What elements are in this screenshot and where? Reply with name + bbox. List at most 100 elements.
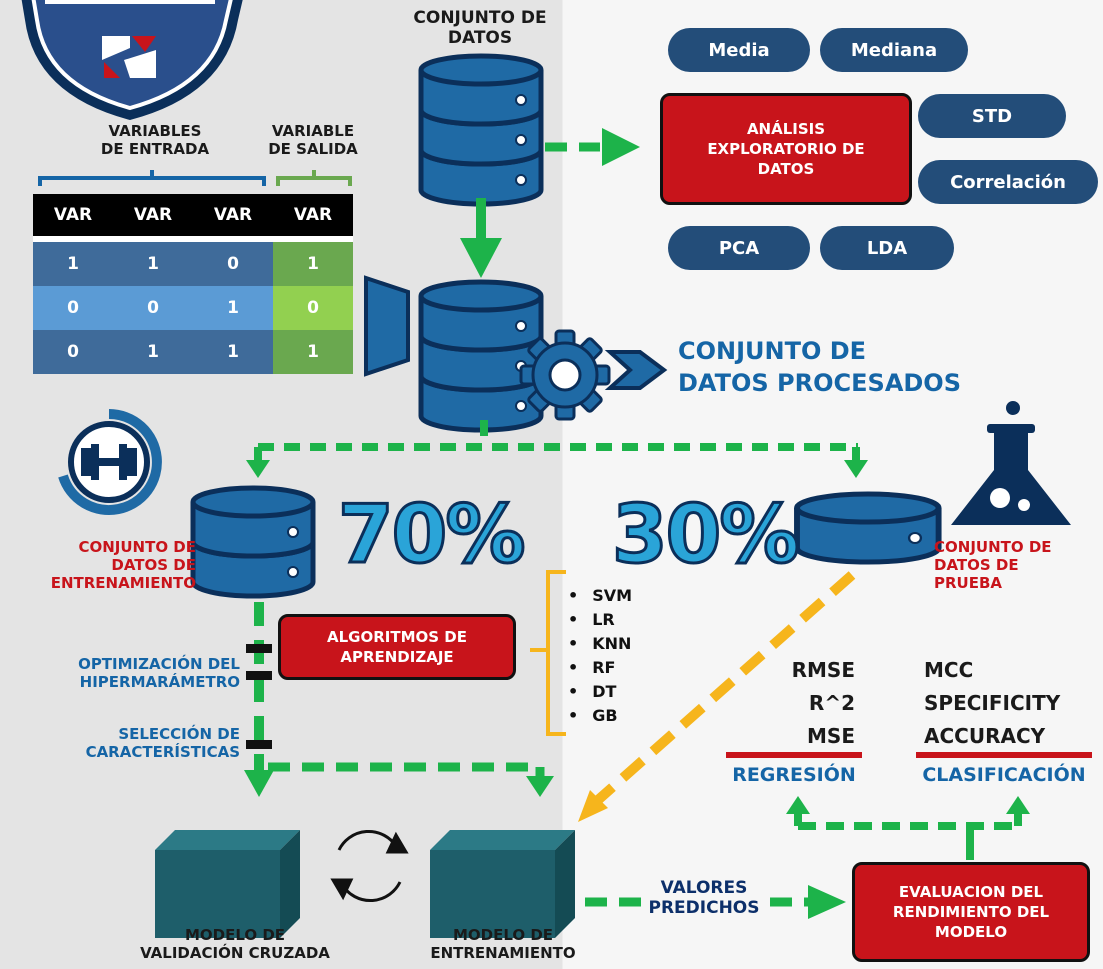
table-cell: 0 <box>33 286 113 330</box>
list-item: GB <box>568 704 632 728</box>
arrow-to-processed <box>460 198 502 278</box>
train-model-cube-icon <box>430 830 575 938</box>
dumbbell-icon <box>58 409 162 515</box>
metric-r2: R^2 <box>808 691 855 715</box>
test-database-icon <box>797 494 939 562</box>
feature-line1: SELECCIÓN DE <box>118 725 240 743</box>
classification-underline <box>916 752 1092 758</box>
train-set-label: CONJUNTO DE DATOS DE ENTRENAMIENTO <box>0 538 196 592</box>
regression-metrics: RMSE R^2 MSE <box>740 654 855 753</box>
processed-label: CONJUNTO DE DATOS PROCESADOS <box>678 335 961 399</box>
evaluation-box: EVALUACION DEL RENDIMIENTO DEL MODELO <box>852 862 1090 962</box>
algorithms-box: ALGORITMOS DE APRENDIZAJE <box>278 614 516 680</box>
algorithms-list: SVM LR KNN RF DT GB <box>568 584 632 728</box>
flask-icon <box>951 401 1071 525</box>
predicted-line2: PREDICHOS <box>648 898 760 919</box>
gear-icon <box>519 329 611 421</box>
list-item: KNN <box>568 632 632 656</box>
table-header-row: VAR VAR VAR VAR <box>33 194 353 239</box>
classification-metrics: MCC SPECIFICITY ACCURACY <box>924 654 1060 753</box>
predicted-label: VALORES PREDICHOS <box>640 878 768 919</box>
output-header-line2: DE SALIDA <box>268 140 358 158</box>
pill-media: Media <box>668 28 810 72</box>
train-model-line1: MODELO DE <box>452 926 554 944</box>
table-cell: 1 <box>33 239 113 286</box>
predicted-arrow <box>585 885 846 919</box>
refresh-cycle-icon <box>330 829 409 903</box>
pill-lda: LDA <box>820 226 954 270</box>
evaluation-line1: EVALUACION DEL <box>898 882 1044 901</box>
list-item: RF <box>568 656 632 680</box>
table-cell: 0 <box>33 330 113 374</box>
test-line2: DATOS DE <box>934 556 1019 574</box>
test-line1: CONJUNTO DE <box>934 538 1052 556</box>
test-set-label: CONJUNTO DE DATOS DE PRUEBA <box>934 538 1052 592</box>
hyper-line1: OPTIMIZACIÓN DEL <box>78 655 240 673</box>
arrow-to-eda <box>545 128 640 166</box>
output-header: VARIABLE DE SALIDA <box>250 122 376 158</box>
processed-line1: CONJUNTO DE <box>678 337 867 365</box>
test-to-model-arrow <box>578 571 856 822</box>
inputs-header: VARIABLES DE ENTRADA <box>60 122 250 158</box>
table-cell: 1 <box>193 330 273 374</box>
cv-model-label: MODELO DE VALIDACIÓN CRUZADA <box>110 926 360 962</box>
hyper-line2: HIPERMARÁMETRO <box>79 673 240 691</box>
dataset-title-line1: CONJUNTO DE <box>413 8 547 28</box>
dataset-database-icon <box>421 56 541 204</box>
feature-label: SELECCIÓN DE CARACTERÍSTICAS <box>0 725 240 761</box>
pill-pca: PCA <box>668 226 810 270</box>
cv-model-line2: VALIDACIÓN CRUZADA <box>140 944 330 962</box>
table-cell: 1 <box>113 330 193 374</box>
train-line1: CONJUNTO DE <box>78 538 196 556</box>
eda-label-line3: DATOS <box>757 160 815 179</box>
table-header-cell: VAR <box>33 194 113 239</box>
list-item: SVM <box>568 584 632 608</box>
table-header-cell: VAR <box>193 194 273 239</box>
table-row: 0 1 1 1 <box>33 330 353 374</box>
inputs-header-line2: DE ENTRADA <box>100 140 210 158</box>
test-line3: PRUEBA <box>934 574 1003 592</box>
dataset-title-line2: DATOS <box>447 28 513 49</box>
evaluation-line2: RENDIMIENTO DEL <box>892 902 1050 921</box>
output-header-line1: VARIABLE <box>271 122 355 140</box>
eda-label-line1: ANÁLISIS <box>746 119 826 138</box>
train-model-label: MODELO DE ENTRENAMIENTO <box>408 926 598 962</box>
regression-underline <box>726 752 862 758</box>
train-database-icon <box>193 488 313 596</box>
hyper-label: OPTIMIZACIÓN DEL HIPERMARÁMETRO <box>0 655 240 691</box>
cv-model-cube-icon <box>155 830 300 938</box>
table-cell: 0 <box>193 239 273 286</box>
split-arrows <box>254 420 860 462</box>
algorithms-bracket <box>530 570 566 736</box>
table-cell: 1 <box>273 330 353 374</box>
table-row: 1 1 0 1 <box>33 239 353 286</box>
metric-mcc: MCC <box>924 658 974 682</box>
training-pipeline-arrow <box>244 602 274 797</box>
logo-shield <box>21 0 243 120</box>
metric-rmse: RMSE <box>791 658 855 682</box>
table-header-cell: VAR <box>113 194 193 239</box>
eda-label-line2: EXPLORATORIO DE <box>707 139 865 158</box>
metric-specificity: SPECIFICITY <box>924 691 1061 715</box>
feature-line2: CARACTERÍSTICAS <box>85 743 240 761</box>
metric-accuracy: ACCURACY <box>924 724 1046 748</box>
regression-label: REGRESIÓN <box>732 764 856 786</box>
table-cell: 1 <box>193 286 273 330</box>
pill-mediana: Mediana <box>820 28 968 72</box>
eda-box: ANÁLISIS EXPLORATORIO DE DATOS <box>660 93 912 205</box>
pill-std: STD <box>918 94 1066 138</box>
predicted-line1: VALORES <box>660 878 748 898</box>
test-percent: 30% <box>610 487 800 583</box>
pill-correlacion: Correlación <box>918 160 1098 204</box>
evaluation-to-metrics-arrows <box>786 796 1030 860</box>
classification-label: CLASIFICACIÓN <box>922 764 1086 786</box>
metric-mse: MSE <box>807 724 855 748</box>
table-cell: 0 <box>273 286 353 330</box>
train-model-line2: ENTRENAMIENTO <box>430 944 576 962</box>
table-header-cell: VAR <box>273 194 353 239</box>
cv-model-line1: MODELO DE <box>184 926 286 944</box>
table-cell: 1 <box>273 239 353 286</box>
algorithms-label-line2: APRENDIZAJE <box>340 648 454 666</box>
table-brackets <box>38 170 352 186</box>
evaluation-line3: MODELO <box>934 923 1008 942</box>
